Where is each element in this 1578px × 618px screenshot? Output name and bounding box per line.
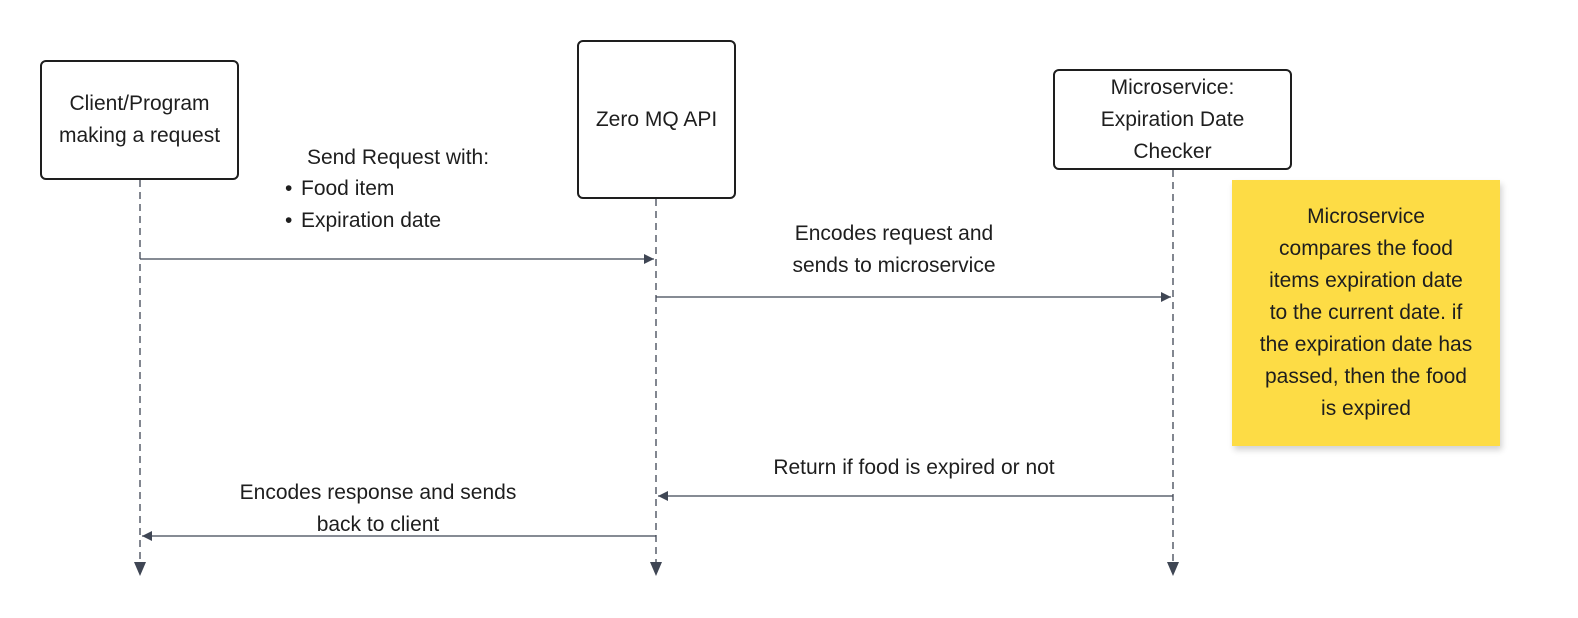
message-label-line: Encodes response and sends: [239, 481, 517, 504]
message-label-line: sends to microservice: [792, 254, 996, 277]
note-line: Microservice: [1307, 205, 1425, 228]
lifeline-client-end-arrow: [134, 562, 146, 576]
note-line: is expired: [1321, 397, 1411, 420]
note-line: the expiration date has: [1259, 333, 1473, 356]
actor-client-label-line: making a request: [58, 124, 221, 147]
note-line: to the current date. if: [1269, 301, 1463, 324]
lifeline-microservice-end-arrow: [1167, 562, 1179, 576]
message-label-return-result: Return if food is expired or not: [734, 452, 1094, 484]
sticky-note: Microservice compares the food items exp…: [1232, 180, 1500, 446]
bullet-expiration-date: Expiration date: [285, 205, 441, 237]
message-label-send-request: Send Request with:: [290, 142, 506, 174]
actor-microservice-label-line: Checker: [1133, 139, 1212, 163]
note-line: items expiration date: [1269, 269, 1463, 292]
actor-box-client: Client/Program making a request: [40, 60, 239, 180]
actor-microservice-label-line: Microservice:: [1110, 75, 1235, 99]
message-bullet-list: Food item Expiration date: [285, 173, 441, 237]
actor-zmq-label: Zero MQ API: [595, 107, 718, 131]
message-label-line: back to client: [316, 513, 440, 536]
actor-box-zmq: Zero MQ API: [577, 40, 736, 199]
message-label-line: Encodes request and: [794, 222, 994, 245]
actor-microservice-label-line: Expiration Date: [1100, 107, 1245, 131]
actor-box-microservice: Microservice: Expiration Date Checker: [1053, 69, 1292, 170]
lifeline-zmq-end-arrow: [650, 562, 662, 576]
message-label-line: Return if food is expired or not: [773, 456, 1055, 479]
message-label-line: Send Request with:: [306, 146, 490, 169]
note-line: passed, then the food: [1264, 365, 1467, 388]
message-label-encode-response: Encodes response and sends back to clien…: [213, 477, 543, 541]
message-label-encode-request: Encodes request and sends to microservic…: [754, 218, 1034, 282]
bullet-food-item: Food item: [285, 173, 441, 205]
actor-client-label-line: Client/Program: [69, 92, 210, 115]
note-line: compares the food: [1279, 237, 1453, 260]
